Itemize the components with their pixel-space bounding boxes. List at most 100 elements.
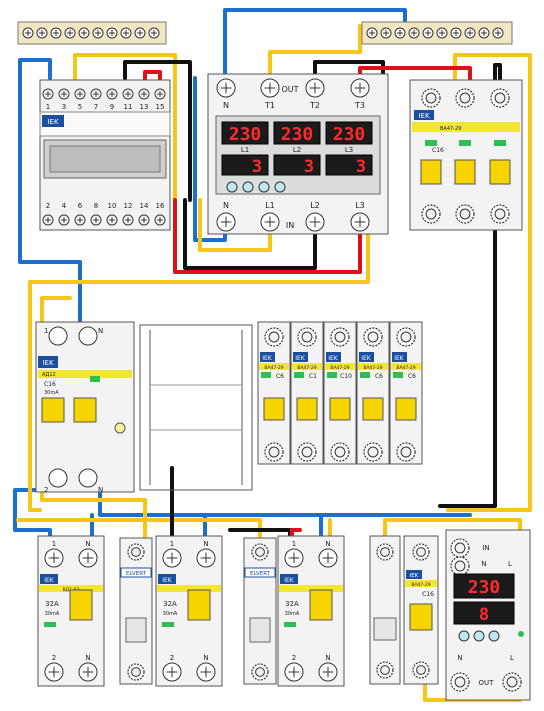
rcd-3-rating: 32A — [285, 600, 299, 608]
elvert-1-terminal-bottom — [127, 663, 145, 681]
rcd-3-lever[interactable] — [309, 589, 333, 621]
breaker-1-banner — [259, 363, 289, 370]
breaker-bottom-brand: IEK — [410, 573, 419, 579]
relay1-button-2[interactable] — [473, 630, 485, 642]
top-right-lever-2[interactable] — [454, 159, 476, 185]
phase-black-wires — [123, 60, 502, 542]
rcbo-lever-2[interactable] — [73, 397, 97, 423]
rcd-2-terminal-top-2 — [196, 548, 216, 568]
elvert-2: ELVERT — [243, 537, 277, 685]
breaker-4-lever[interactable] — [362, 397, 384, 421]
contactor-top-terminal-3 — [58, 88, 70, 100]
breaker-5-indicator — [393, 372, 403, 378]
elvert-1-switch[interactable] — [125, 617, 147, 643]
rcd-1-lever[interactable] — [69, 589, 93, 621]
elvert-2-terminal-top — [251, 543, 269, 561]
breaker-1-brand-badge — [260, 352, 275, 362]
bus-left-screw-1 — [22, 27, 34, 39]
relay-out-label: OUT — [281, 85, 298, 94]
din-rail-frame — [139, 324, 253, 491]
breaker-3-terminal-bottom-center — [334, 446, 346, 458]
top-right-lever-3[interactable] — [489, 159, 511, 185]
contactor-top-label-5: 5 — [78, 103, 82, 111]
breaker-5-lever[interactable] — [395, 397, 417, 421]
contactor-badge — [42, 115, 64, 127]
relay1-terminal-top-1-center — [454, 542, 466, 554]
elvert-2-switch[interactable] — [249, 617, 271, 643]
breaker-bottom-lever[interactable] — [409, 603, 433, 631]
breaker-2-lever[interactable] — [296, 397, 318, 421]
rcbo-terminal-bottom-2 — [78, 468, 98, 488]
relay-current-1: 3 — [252, 157, 262, 177]
breaker-3-banner — [325, 363, 355, 370]
relay-top-label-T2: T2 — [309, 101, 320, 110]
breaker-5-brand-badge — [392, 352, 407, 362]
relay-button-4[interactable] — [274, 181, 286, 193]
rcbo-banner — [38, 370, 132, 378]
breaker-1-terminal-bottom — [264, 442, 284, 462]
rcbo-bottom-l: 2 — [44, 486, 48, 494]
top-right-terminal-top-3-center — [494, 92, 506, 104]
bus-left-screw-2 — [36, 27, 48, 39]
top-right-lever-1[interactable] — [420, 159, 442, 185]
bus-left-screw-8 — [120, 27, 132, 39]
relay1-button-3[interactable] — [488, 630, 500, 642]
breaker-1-terminal-bottom-center — [268, 446, 280, 458]
rcbo-sub: 30mA — [44, 390, 59, 396]
rcd-2-terminal-top-1 — [162, 548, 182, 568]
rcd-2-top-label-1: 1 — [170, 540, 174, 548]
relay1-terminal-top-2 — [450, 556, 470, 576]
relay-bottom-terminal-N — [216, 212, 236, 232]
breaker-1-lever[interactable] — [263, 397, 285, 421]
elvert-1-terminal-top-center — [131, 547, 141, 557]
breaker-row-5: IEKВА47-29C6IEKВА47-29C1IEKВА47-29C10IEK… — [257, 321, 423, 465]
contactor-bottom-label-16: 16 — [156, 202, 165, 210]
relay-button-2[interactable] — [242, 181, 254, 193]
rcd-1-rating: 32A — [45, 600, 59, 608]
rcbo-lever-1[interactable] — [41, 397, 65, 423]
relay1-out-label: OUT — [479, 679, 495, 687]
rcd-1-terminal-top-1 — [44, 548, 64, 568]
relay-button-1[interactable] — [226, 181, 238, 193]
top-right-terminal-top-1-center — [425, 92, 437, 104]
rcd-2-lever[interactable] — [187, 589, 211, 621]
rcd-1-banner — [39, 585, 103, 592]
breaker-5-terminal-top — [396, 327, 416, 347]
contactor-top-terminal-7 — [90, 88, 102, 100]
rcbo-test-button[interactable] — [114, 422, 126, 434]
rcd-1-terminal-bottom-2 — [78, 662, 98, 682]
breaker-4-brand-badge — [359, 352, 374, 362]
relay1-bottom-label-2: L — [510, 654, 514, 662]
relay-current-2: 3 — [304, 157, 314, 177]
breaker-bottom-aux-switch[interactable] — [373, 617, 397, 641]
rcd-1-indicator — [44, 622, 56, 627]
bus-left-screw-7 — [106, 27, 118, 39]
relay-top-terminal-T2 — [305, 78, 325, 98]
relay-phase-label-3: L3 — [345, 146, 353, 154]
breaker-3-brand: IEK — [328, 355, 339, 362]
relay1-button-1[interactable] — [458, 630, 470, 642]
elvert-2-terminal-bottom-center — [255, 667, 265, 677]
contactor-top-terminal-5 — [74, 88, 86, 100]
top-right-rating: C16 — [432, 147, 444, 154]
relay-button-3[interactable] — [258, 181, 270, 193]
breaker-bottom-terminal-top — [412, 543, 430, 561]
rcd-1-top-label-2: N — [85, 540, 90, 548]
breaker-2-terminal-top — [297, 327, 317, 347]
elvert-1-terminal-top — [127, 543, 145, 561]
contactor-top-label-1: 1 — [46, 103, 50, 111]
rcd-2-sub: 30mA — [163, 611, 178, 617]
breaker-bottom-terminal-top-center — [416, 547, 426, 557]
terminal-bus-right — [361, 21, 513, 45]
rcd-2-terminal-bottom-2 — [196, 662, 216, 682]
relay-voltage-display-1 — [221, 121, 269, 145]
breaker-3-lever[interactable] — [329, 397, 351, 421]
rcd-3-brand-badge — [280, 574, 298, 584]
